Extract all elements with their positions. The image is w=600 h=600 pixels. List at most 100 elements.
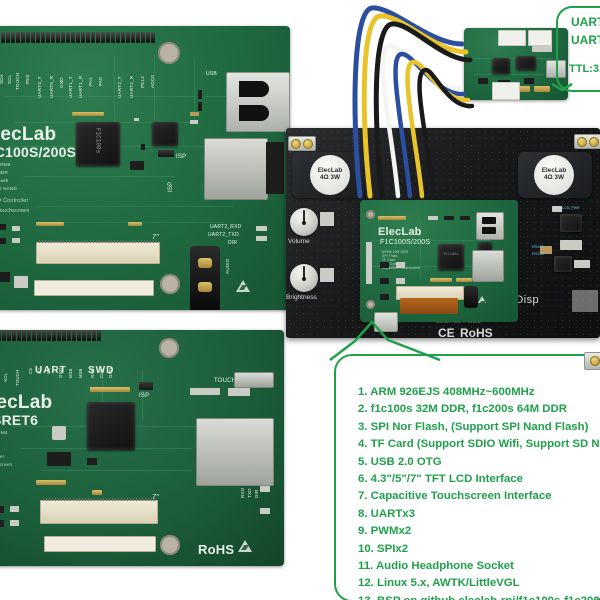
dir-label: DIR — [228, 240, 238, 246]
bottom-board-brand: ElecLab — [0, 392, 53, 413]
lcd-board-audio-jack — [464, 286, 478, 308]
feature-item: 6. 4.3"/5"/7" TFT LCD Interface — [358, 473, 523, 486]
feature-item: 4. TF Card (Support SDIO Wifi, Support S… — [358, 438, 600, 451]
esd-warning-icon — [236, 280, 250, 292]
uart2-rxd-label: UART2_RXD — [210, 224, 242, 230]
lcd-board-micro-usb — [374, 312, 398, 332]
speaker-brand: ElecLab — [541, 167, 567, 175]
mcu-stm32-chip — [87, 402, 135, 450]
pin-label-pa1: PA1 — [88, 77, 93, 86]
uart-callout-box — [556, 6, 600, 92]
top-board: SDA SCL TOUCH PE8 UART0_T UART0_R GND UA… — [0, 26, 290, 310]
top-board-spec-1: ARM9 — [0, 162, 11, 167]
esd-warning-icon — [478, 296, 486, 303]
bottom-pin-label-touch: TOUCH — [15, 369, 20, 386]
isp-label-2: ISP — [168, 181, 174, 192]
usb-uart-module — [464, 28, 568, 100]
bottom-board-spec-4: Touchscreen — [0, 462, 13, 467]
pin-label-pe12: PE12 — [140, 75, 145, 88]
pin-label-touch: TOUCH — [15, 72, 20, 90]
top-board-spec-3: PI Flash — [0, 178, 9, 183]
lcd-board-usb — [476, 212, 504, 240]
isp-label-1: ISP — [176, 154, 187, 160]
pin-label-uart2-t: UART2_T — [117, 76, 122, 98]
rs232-label: RS232 — [532, 251, 545, 256]
sd-card-slot — [196, 418, 274, 486]
pin-label-pa0: PA0 — [98, 77, 103, 86]
rohs-mark-bottom: RoHS — [198, 542, 235, 557]
speaker-brand: ElecLab — [317, 167, 343, 175]
pin-label-uart0-r: UART0_R — [49, 75, 54, 98]
gpio-pin-header — [0, 32, 155, 43]
bottom-board: SDA SCL TOUCH C5 C2 C3 GND M3B M3B RXD C… — [0, 330, 284, 566]
pin-label-adc0: ADC0 — [150, 74, 155, 88]
esd-warning-icon — [238, 540, 252, 552]
speaker-right: ElecLab 4Ω 3W — [518, 152, 592, 198]
pin-label-pe8: PE8 — [25, 74, 30, 84]
uart-callout-line-2: UART — [571, 33, 600, 47]
pin-label-scl: SCL — [7, 74, 12, 84]
soc-marking: F1C100s — [94, 128, 102, 154]
pin-label-gnd: GND — [59, 77, 64, 88]
top-board-model: F1C100S/200S — [0, 144, 77, 160]
feature-item: 12. Linux 5.x, AWTK/LittleVGL — [358, 577, 520, 590]
feature-item: 10. SPIx2 — [358, 542, 409, 555]
speaker-rating: 4Ω 3W — [319, 174, 341, 181]
uart-callout-line-1: UART — [571, 15, 600, 29]
mounting-hole — [160, 274, 180, 294]
bottom-board-model: 32SRET6 — [0, 412, 39, 428]
soc-f1c100s: F1C100s — [76, 122, 120, 166]
uart-callout-line-3: TTL:3. — [569, 63, 600, 75]
top-board-spec-2: M DDR — [0, 170, 9, 175]
ffc-size-label: 7" — [152, 234, 159, 241]
top-board-spec-5: LCD Controller — [0, 198, 29, 204]
speaker-left: ElecLab 4Ω 3W — [292, 152, 366, 198]
speaker-cone: ElecLab 4Ω 3W — [534, 155, 574, 195]
brightness-knob[interactable] — [290, 264, 318, 292]
rs485-label: RS485 — [532, 244, 545, 249]
lcd-board-model: F1C100S/200S — [380, 239, 431, 246]
terminal-block-left — [288, 136, 316, 151]
pin-label-uart2-r: UART2_R — [129, 75, 134, 98]
lcd-ffc-connector-bottom — [40, 498, 158, 524]
lcd-ffc-connector — [36, 240, 160, 264]
feature-item: 5. USB 2.0 OTG — [358, 455, 442, 468]
mounting-hole — [159, 338, 179, 358]
lcd-board-brand: ElecLab — [378, 226, 422, 238]
speaker-cone: ElecLab 4Ω 3W — [310, 155, 350, 195]
uart-group-label: UART — [35, 365, 67, 376]
top-board-spec-6: tive Touchscreen — [0, 208, 30, 214]
mounting-hole — [160, 535, 180, 555]
bottom-board-pin-header — [0, 330, 101, 341]
swd-group-label: SWD — [88, 365, 115, 376]
volume-knob[interactable] — [290, 208, 318, 236]
ce-mark: CE — [438, 326, 455, 338]
audio-label: AUDIO — [225, 258, 230, 274]
volume-label: Volume — [288, 238, 310, 245]
feature-item: 1. ARM 926EJS 408MHz~600MHz — [358, 386, 535, 398]
top-board-spec-4: nd/SD NAND — [0, 186, 18, 191]
lcd-board-soc: F1C100s — [438, 244, 464, 270]
feature-list: 1. ARM 926EJS 408MHz~600MHz 2. f1c100s 3… — [346, 376, 600, 600]
bottom-board-spec-1: ortex-M4 — [0, 430, 8, 435]
rohs-mark-panel: RoHS — [460, 326, 493, 338]
touch-ffc-connector — [234, 372, 274, 388]
bottom-pin-label-m3b-a: M3B — [68, 368, 73, 378]
pin-label-uart0-t: UART0_T — [37, 76, 42, 98]
lcd-board-soc-marking: F1C100s — [443, 253, 459, 258]
audio-headphone-jack — [190, 246, 220, 310]
spi-flash-chip — [152, 122, 178, 146]
lcd-board-sd-slot — [472, 250, 504, 282]
feature-item: 11. Audio Headphone Socket — [358, 560, 514, 573]
terminal-block-corner — [584, 352, 600, 370]
bottom-board-spec-3: ontroller — [0, 454, 5, 459]
tf-card-slot — [204, 138, 268, 200]
terminal-block-right — [574, 134, 600, 149]
top-board-brand: ElecLab — [0, 124, 57, 145]
bottom-pin-label-c5: C5 — [28, 367, 33, 374]
pin-label-sda: SDA — [0, 73, 4, 84]
dir-label-bottom: DIR — [254, 489, 259, 498]
feature-item: 9. PWMx2 — [358, 525, 412, 538]
txd-label: TXD — [247, 488, 252, 498]
